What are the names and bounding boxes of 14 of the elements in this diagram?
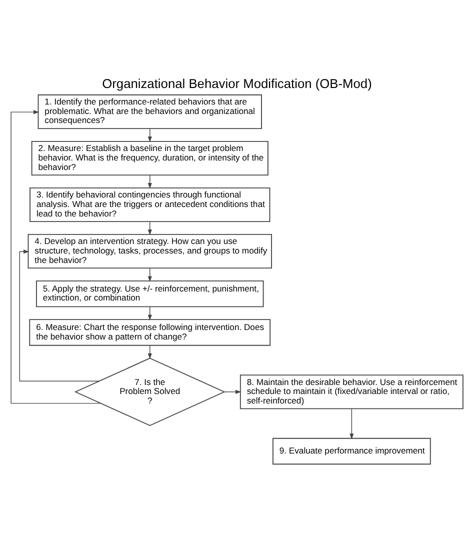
node-box: 3. Identify behavioral contingencies through functional analysis. What are the triggers or antecedent conditions that lead to the behavior?: [30, 187, 270, 222]
arrow: [224, 390, 242, 394]
node-box: 6. Measure: Chart the response following intervention. Does the behavior show a pattern of change?: [29, 319, 271, 346]
node-box: 4. Develop an intervention strategy. How can you use structure, technology, tasks, processes, and groups to modify the behavior?: [28, 234, 272, 269]
arrow: [10, 110, 102, 404]
node-box: 2. Measure: Establish a baseline in the target problem behavior. What is the frequency, duration, or intensity of the behavior?: [31, 140, 268, 176]
node-diamond: 7. Is the Problem Solved ?: [74, 358, 226, 426]
node-box: 1. Identify the performance-related behaviors that are problematic. What are the behaviors and organizational consequences?: [38, 94, 262, 129]
node-box: 9. Evaluate performance improvement: [272, 438, 431, 465]
node-box: 5. Apply the strategy. Use +/- reinforcement, punishment, extinction, or combination: [36, 280, 264, 308]
arrow: [350, 408, 354, 440]
node-box: 8. Maintain the desirable behavior. Use a reinforcement schedule to maintain it (fixed/variable interval or ratio, self-reinforced): [240, 374, 464, 410]
arrow: [19, 250, 100, 382]
diagram-title: Organizational Behavior Modification (OB-Mod): [102, 76, 372, 92]
